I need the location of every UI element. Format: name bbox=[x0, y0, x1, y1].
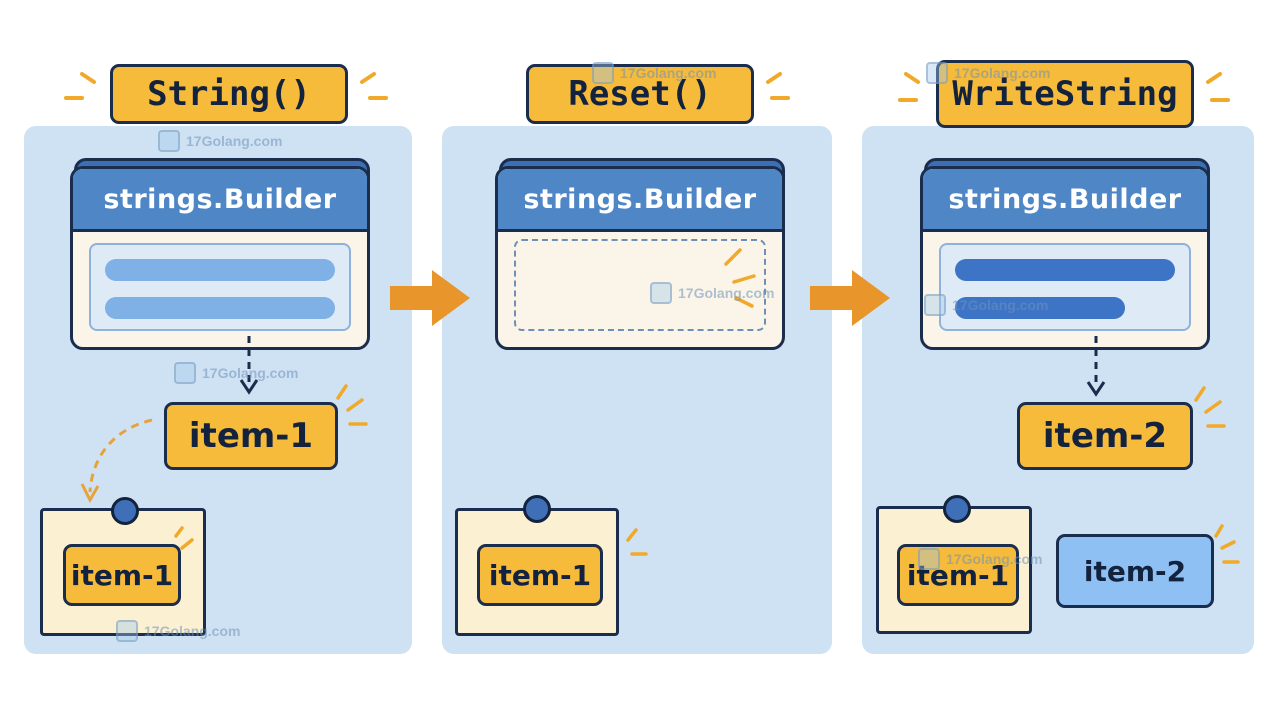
sticky-note-2: item-1 bbox=[455, 508, 619, 636]
buffer-filled bbox=[939, 243, 1191, 331]
method-string-label: String() bbox=[110, 64, 348, 124]
watermark: 17Golang.com bbox=[926, 62, 1050, 84]
watermark-text: 17Golang.com bbox=[620, 65, 717, 81]
note-item: item-1 bbox=[897, 544, 1019, 606]
builder-title: strings.Builder bbox=[103, 183, 337, 215]
new-item: item-2 bbox=[1056, 534, 1214, 608]
watermark-logo-icon bbox=[650, 282, 672, 304]
pin-icon bbox=[111, 497, 139, 525]
watermark-logo-icon bbox=[918, 548, 940, 570]
pin-icon bbox=[523, 495, 551, 523]
watermark-text: 17Golang.com bbox=[946, 551, 1043, 567]
builder-reset: strings.Builder bbox=[495, 166, 785, 350]
watermark-logo-icon bbox=[924, 294, 946, 316]
buffer-bar bbox=[105, 259, 335, 281]
builder-title: strings.Builder bbox=[948, 183, 1182, 215]
buffer-bar bbox=[955, 297, 1125, 319]
watermark-logo-icon bbox=[158, 130, 180, 152]
output-item-2: item-2 bbox=[1017, 402, 1193, 470]
pin-icon bbox=[943, 495, 971, 523]
watermark-logo-icon bbox=[116, 620, 138, 642]
sticky-note-1: item-1 bbox=[40, 508, 206, 636]
note-item: item-1 bbox=[477, 544, 603, 606]
watermark-logo-icon bbox=[592, 62, 614, 84]
builder-writestring: strings.Builder bbox=[920, 166, 1210, 350]
note-item: item-1 bbox=[63, 544, 181, 606]
watermark: 17Golang.com bbox=[650, 282, 774, 304]
watermark-text: 17Golang.com bbox=[954, 65, 1051, 81]
watermark: 17Golang.com bbox=[158, 130, 282, 152]
builder-title: strings.Builder bbox=[523, 183, 757, 215]
watermark-logo-icon bbox=[174, 362, 196, 384]
watermark-text: 17Golang.com bbox=[144, 623, 241, 639]
method-writestring-label: WriteString bbox=[936, 60, 1194, 128]
watermark-text: 17Golang.com bbox=[678, 285, 775, 301]
watermark: 17Golang.com bbox=[174, 362, 298, 384]
watermark: 17Golang.com bbox=[116, 620, 240, 642]
buffer-bar bbox=[105, 297, 335, 319]
watermark: 17Golang.com bbox=[918, 548, 1042, 570]
sticky-note-3: item-1 bbox=[876, 506, 1032, 634]
buffer-empty bbox=[514, 239, 766, 331]
buffer-filled bbox=[89, 243, 351, 331]
watermark-logo-icon bbox=[926, 62, 948, 84]
buffer-bar bbox=[955, 259, 1175, 281]
watermark-text: 17Golang.com bbox=[952, 297, 1049, 313]
output-item-1: item-1 bbox=[164, 402, 338, 470]
watermark: 17Golang.com bbox=[592, 62, 716, 84]
watermark: 17Golang.com bbox=[924, 294, 1048, 316]
watermark-text: 17Golang.com bbox=[186, 133, 283, 149]
watermark-text: 17Golang.com bbox=[202, 365, 299, 381]
builder-string: strings.Builder bbox=[70, 166, 370, 350]
